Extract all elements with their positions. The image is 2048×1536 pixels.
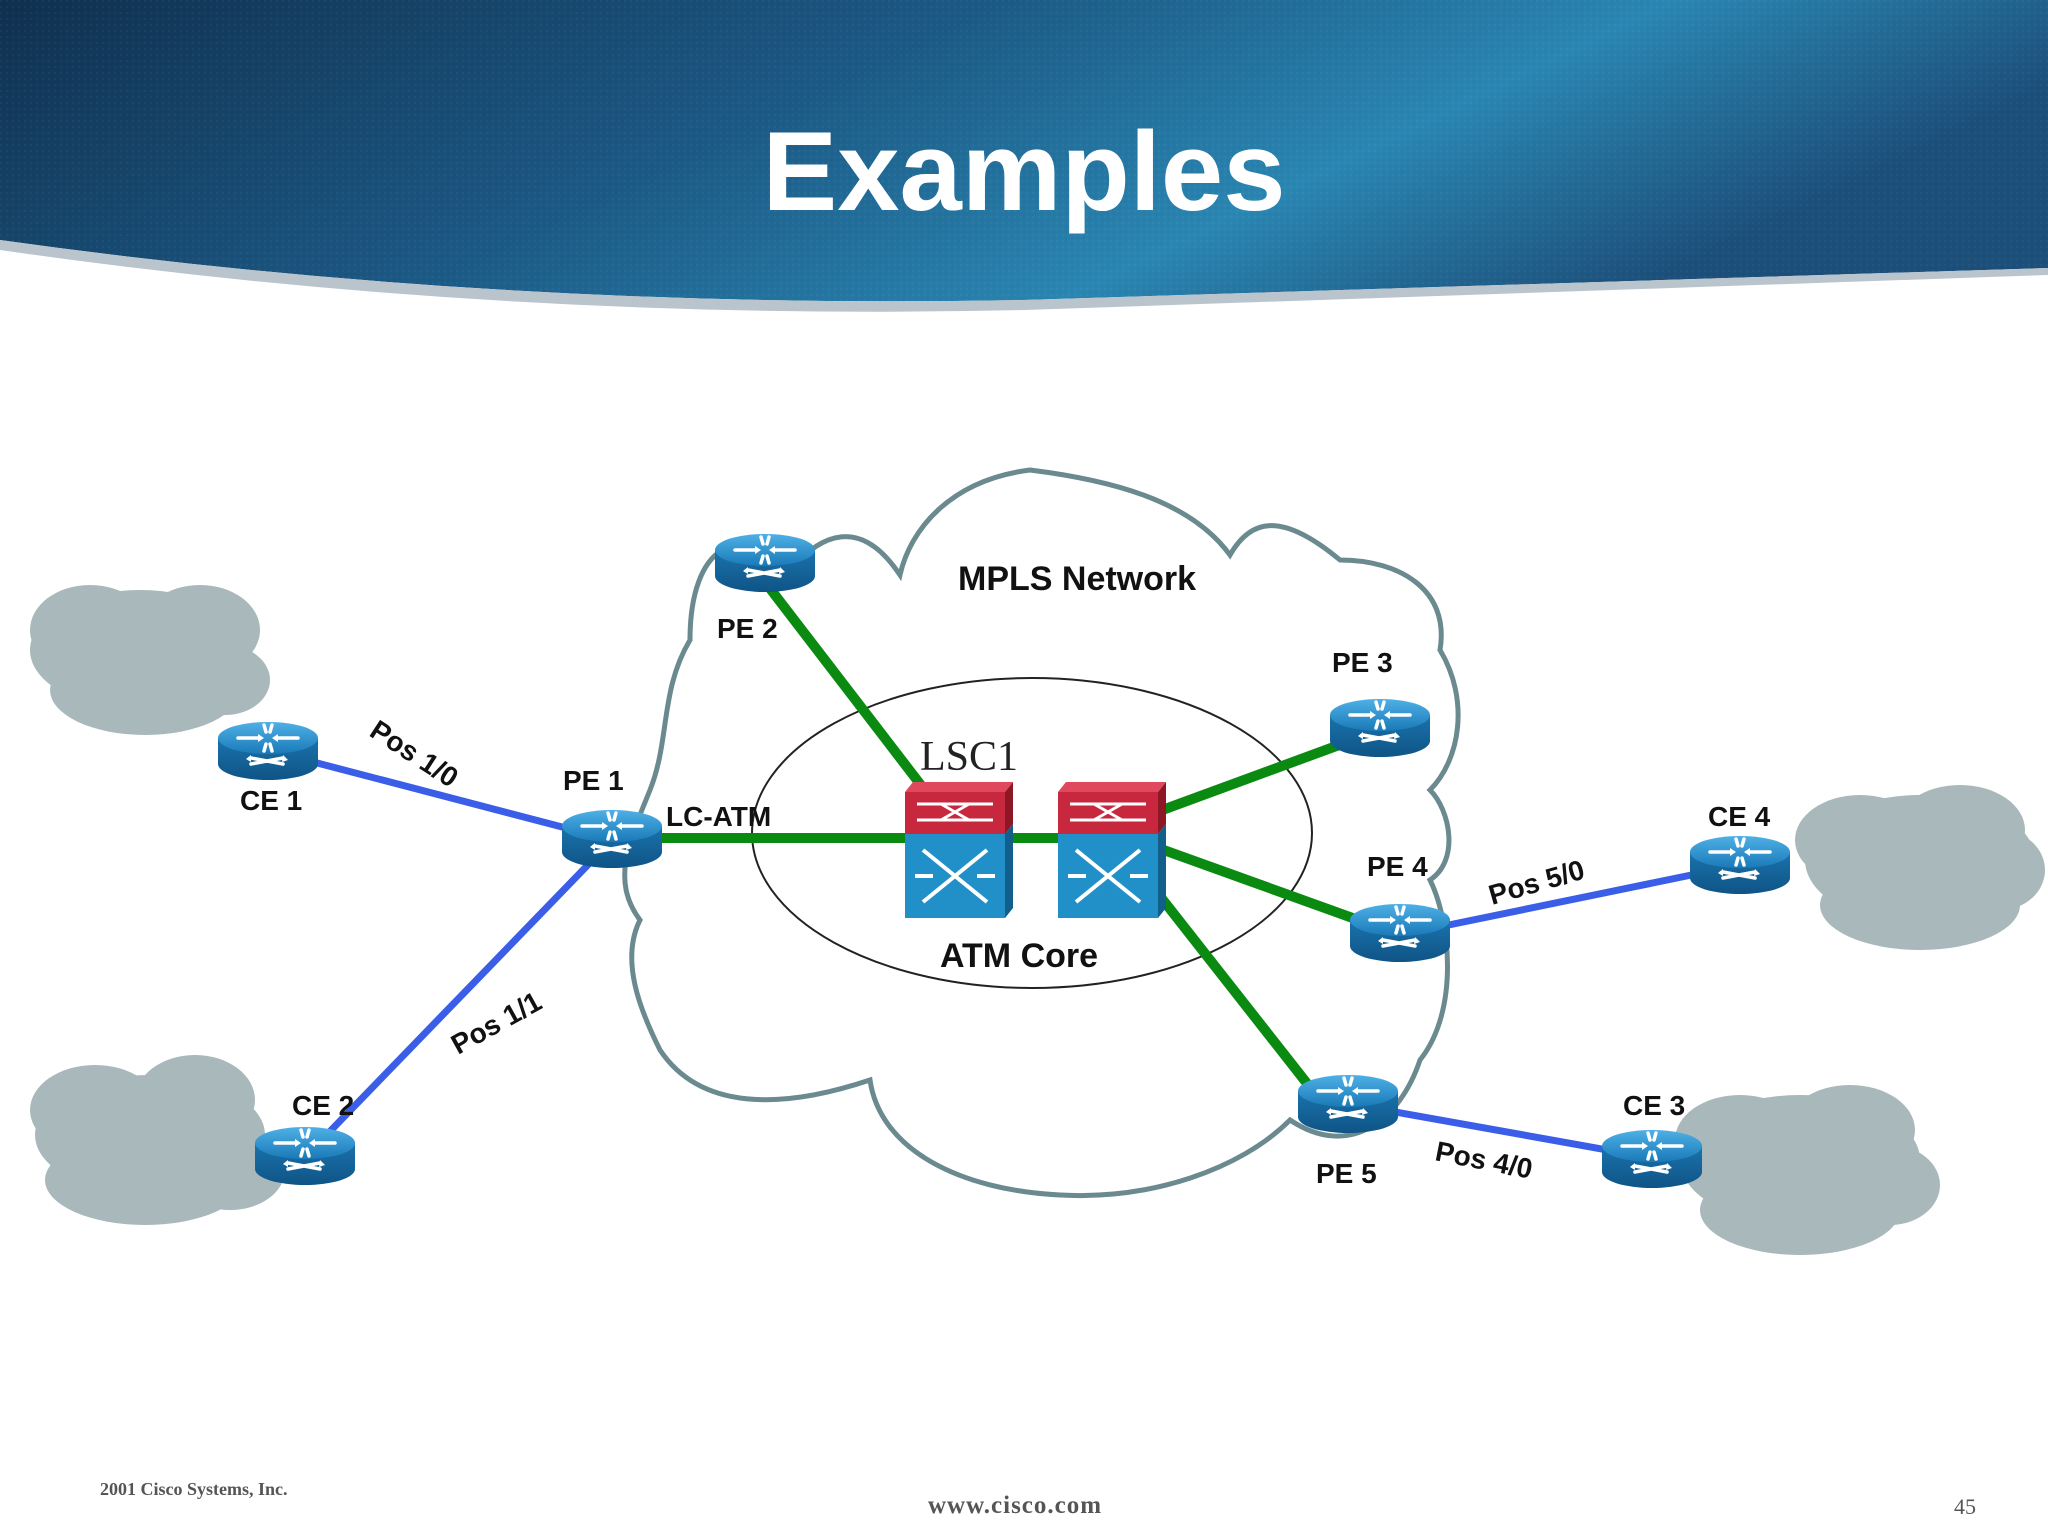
link-label-pos40: Pos 4/0: [1433, 1135, 1535, 1184]
footer-copyright: 2001 Cisco Systems, Inc.: [100, 1479, 288, 1499]
router-ce2[interactable]: [253, 1125, 357, 1187]
link-pe4-ce4: [1396, 861, 1744, 939]
router-ce4[interactable]: [1688, 834, 1792, 896]
mpls-network-cloud: [622, 467, 1461, 1199]
atm-core-label: ATM Core: [940, 937, 1098, 975]
router-label-ce4: CE 4: [1708, 801, 1771, 832]
router-label-pe2: PE 2: [717, 613, 778, 644]
atm-switch-lsc1[interactable]: [903, 780, 1015, 920]
router-label-pe3: PE 3: [1332, 647, 1393, 678]
router-label-ce2: CE 2: [292, 1090, 354, 1121]
link-label-lcatm: LC-ATM: [666, 801, 771, 832]
router-label-pe5: PE 5: [1316, 1158, 1377, 1189]
footer-website: www.cisco.com: [928, 1492, 1103, 1519]
link-ce1-pe1: [271, 748, 616, 844]
lsc1-label: LSC1: [920, 734, 1018, 780]
router-pe5[interactable]: [1296, 1073, 1400, 1135]
customer-cloud-2: [30, 1055, 285, 1225]
router-pe2[interactable]: [713, 532, 817, 594]
mpls-network-label: MPLS Network: [958, 560, 1196, 598]
router-pe1[interactable]: [560, 808, 664, 870]
customer-cloud-4: [1795, 785, 2045, 950]
link-ce2-pe1: [306, 836, 616, 1156]
router-label-ce1: CE 1: [240, 785, 302, 816]
router-pe4[interactable]: [1348, 902, 1452, 964]
customer-cloud-3: [1675, 1085, 1940, 1255]
customer-cloud-1: [30, 585, 270, 735]
footer-page-number: 45: [1954, 1494, 1976, 1519]
atm-switch-core[interactable]: [1056, 780, 1168, 920]
header-banner: [0, 0, 2048, 312]
router-label-pe1: PE 1: [563, 765, 624, 796]
link-pe2-lsc1: [747, 560, 945, 815]
router-label-pe4: PE 4: [1367, 851, 1428, 882]
router-pe3[interactable]: [1328, 697, 1432, 759]
router-ce1[interactable]: [216, 720, 320, 782]
router-ce3[interactable]: [1600, 1128, 1704, 1190]
router-label-ce3: CE 3: [1623, 1090, 1685, 1121]
slide-title: Examples: [763, 109, 1286, 234]
